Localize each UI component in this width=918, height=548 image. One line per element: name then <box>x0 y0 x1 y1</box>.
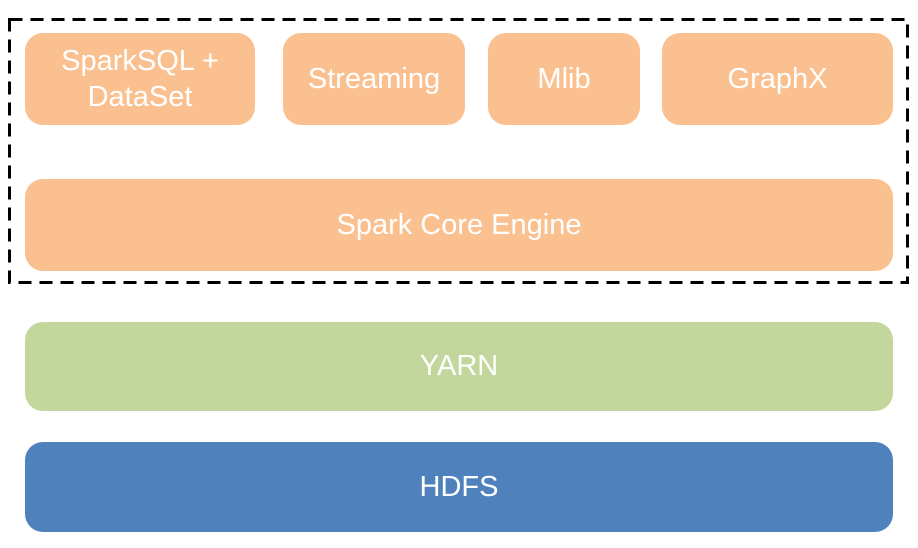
component-label: SparkSQL + DataSet <box>61 44 219 113</box>
component-box-streaming: Streaming <box>283 33 465 125</box>
component-box-sparksql-dataset: SparkSQL + DataSet <box>25 33 255 125</box>
spark-core-engine-box: Spark Core Engine <box>25 179 893 271</box>
spark-group-dashed-outline <box>8 18 909 284</box>
component-box-mlib: Mlib <box>488 33 640 125</box>
layer-label: YARN <box>419 350 499 383</box>
component-label: Streaming <box>307 62 441 95</box>
component-box-graphx: GraphX <box>662 33 893 125</box>
component-label: Mlib <box>537 62 591 95</box>
component-label: Spark Core Engine <box>336 208 582 241</box>
layer-label: HDFS <box>419 470 499 503</box>
component-label: GraphX <box>727 62 828 95</box>
hdfs-layer-box: HDFS <box>25 442 893 532</box>
yarn-layer-box: YARN <box>25 322 893 411</box>
